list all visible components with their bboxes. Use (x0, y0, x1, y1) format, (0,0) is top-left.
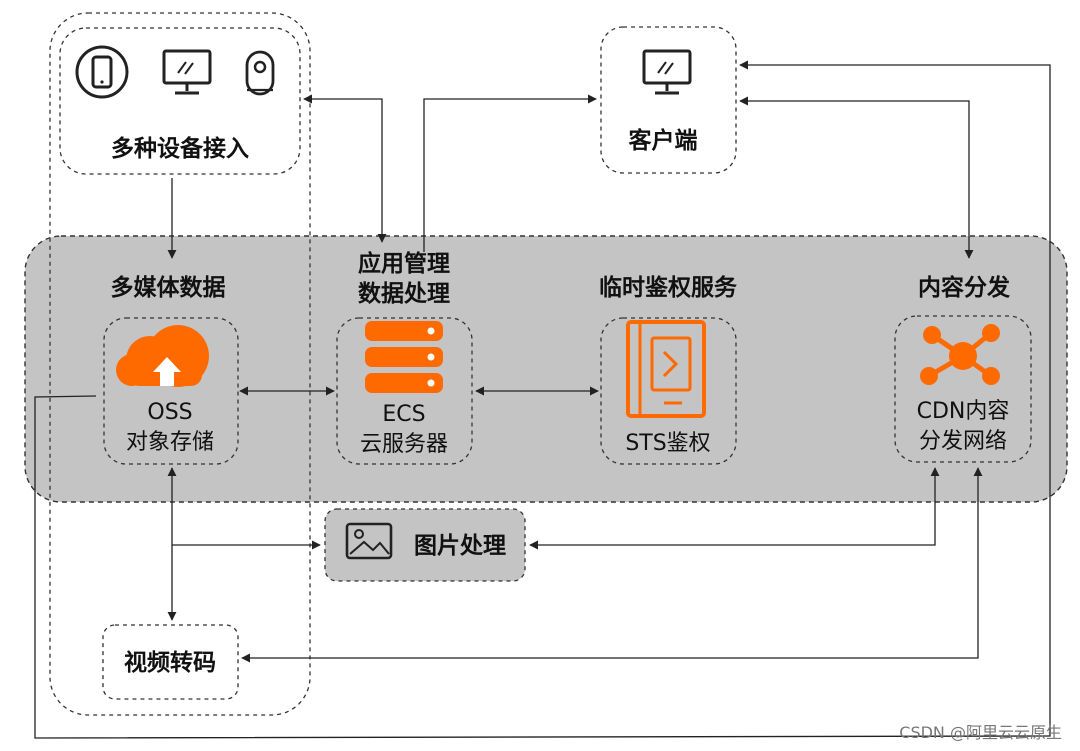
phone-icon (75, 45, 129, 99)
oss-label-line2: 对象存储 (126, 430, 214, 455)
connector-ecs-client (423, 94, 597, 252)
image-processing-label: 图片处理 (414, 533, 506, 559)
sts-heading: 临时鉴权服务 (599, 274, 738, 301)
monitor-icon (642, 49, 692, 95)
ecs-heading-line2: 数据处理 (358, 281, 450, 307)
cloud-upload-icon (116, 325, 209, 387)
cdn-box (894, 315, 1032, 463)
cdn-heading: 内容分发 (918, 274, 1010, 301)
network-hub-icon (920, 324, 1000, 385)
oss-label-line1: OSS (147, 400, 192, 425)
monitor-icon (162, 49, 212, 95)
ecs-label-line1: ECS (382, 402, 425, 427)
sts-label: STS鉴权 (625, 431, 710, 456)
cdn-label-line1: CDN内容 (917, 399, 1010, 424)
connector-video-cdn (241, 467, 983, 663)
video-transcode-box (102, 624, 239, 700)
device-zone-outer-frame (49, 12, 311, 716)
ecs-label-line2: 云服务器 (360, 432, 448, 457)
video-transcode-label: 视频转码 (124, 649, 216, 676)
oss-heading: 多媒体数据 (111, 274, 226, 301)
devices-label: 多种设备接入 (111, 135, 249, 162)
tablet-auth-icon (626, 320, 706, 418)
devices-box (59, 27, 301, 175)
connector-client-cdn (739, 96, 974, 259)
connector-oss-loop-client (34, 60, 1051, 739)
ecs-heading-line1: 应用管理 (358, 250, 450, 277)
client-label: 客户端 (629, 127, 698, 154)
connector-devices-ecs (303, 94, 387, 243)
client-box (600, 26, 737, 174)
server-stack-icon (365, 321, 443, 393)
cdn-label-line2: 分发网络 (919, 429, 1007, 454)
cloud-services-band (24, 235, 1068, 503)
watermark: CSDN @阿里云云原生 (899, 723, 1062, 742)
camera-icon (245, 50, 275, 96)
